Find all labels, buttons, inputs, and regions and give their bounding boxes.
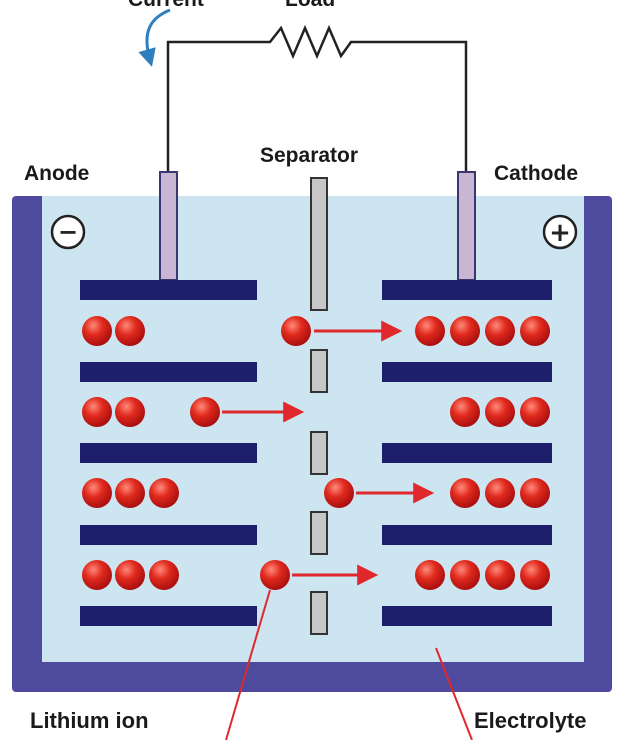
migrating-lithium-ion — [281, 316, 311, 346]
lithium-ion — [485, 560, 515, 590]
current-label: Current — [128, 0, 204, 12]
anode-plate — [80, 525, 257, 545]
anode-plate — [80, 443, 257, 463]
lithium-ion — [115, 316, 145, 346]
cathode-lithium-ions — [415, 316, 550, 590]
lithium-ion — [149, 478, 179, 508]
migrating-lithium-ion — [190, 397, 220, 427]
lithium-ion — [450, 560, 480, 590]
lithium-ion — [115, 478, 145, 508]
electrolyte-pointer-line — [435, 647, 473, 740]
lithium-ion — [485, 478, 515, 508]
cathode-plate — [382, 280, 552, 300]
anode-plates — [80, 280, 257, 626]
lithium-ion — [450, 478, 480, 508]
lithium-ion-pointer-line — [225, 589, 271, 740]
anode-plate — [80, 280, 257, 300]
lithium-ion — [82, 316, 112, 346]
lithium-ion — [520, 560, 550, 590]
lithium-ion — [82, 397, 112, 427]
load-label: Load — [285, 0, 335, 12]
svg-text:+: + — [549, 218, 571, 248]
cathode-plate — [382, 525, 552, 545]
migrating-lithium-ion — [324, 478, 354, 508]
lithium-ion — [115, 560, 145, 590]
lithium-ion-label: Lithium ion — [30, 708, 149, 733]
lithium-ion — [450, 397, 480, 427]
separator-segment — [310, 177, 328, 311]
lithium-ion — [520, 397, 550, 427]
anode-lithium-ions — [82, 316, 179, 590]
lithium-ion — [115, 397, 145, 427]
lithium-ion — [82, 560, 112, 590]
lithium-ion — [520, 478, 550, 508]
migrating-lithium-ion — [260, 560, 290, 590]
cathode-plate — [382, 443, 552, 463]
migrating-lithium-ions — [190, 316, 354, 590]
lithium-ion — [82, 478, 112, 508]
anode-label: Anode — [24, 162, 90, 185]
negative-terminal-icon: − — [50, 214, 86, 250]
svg-text:−: − — [58, 218, 78, 246]
lithium-ion — [415, 560, 445, 590]
separator-segment — [310, 431, 328, 475]
lithium-ion — [485, 316, 515, 346]
lithium-ion — [149, 560, 179, 590]
cathode-plate — [382, 362, 552, 382]
cathode-label: Cathode — [494, 162, 578, 185]
current-direction-arrow — [138, 8, 171, 67]
ion-migration-arrows — [222, 320, 435, 586]
lithium-ion — [415, 316, 445, 346]
separator-segment — [310, 511, 328, 555]
lithium-ion — [485, 397, 515, 427]
separator-label: Separator — [260, 144, 359, 167]
separator-segment — [310, 349, 328, 393]
circuit-wire — [166, 24, 468, 172]
cathode-terminal-post — [457, 171, 476, 281]
anode-plate — [80, 606, 257, 626]
cathode-plates — [382, 280, 552, 626]
separator-segment — [310, 591, 328, 635]
lithium-ion — [520, 316, 550, 346]
anode-plate — [80, 362, 257, 382]
positive-terminal-icon: + — [542, 214, 578, 250]
lithium-ion — [450, 316, 480, 346]
separator — [310, 177, 328, 635]
anode-terminal-post — [159, 171, 178, 281]
electrolyte-label: Electrolyte — [474, 708, 587, 733]
cathode-plate — [382, 606, 552, 626]
